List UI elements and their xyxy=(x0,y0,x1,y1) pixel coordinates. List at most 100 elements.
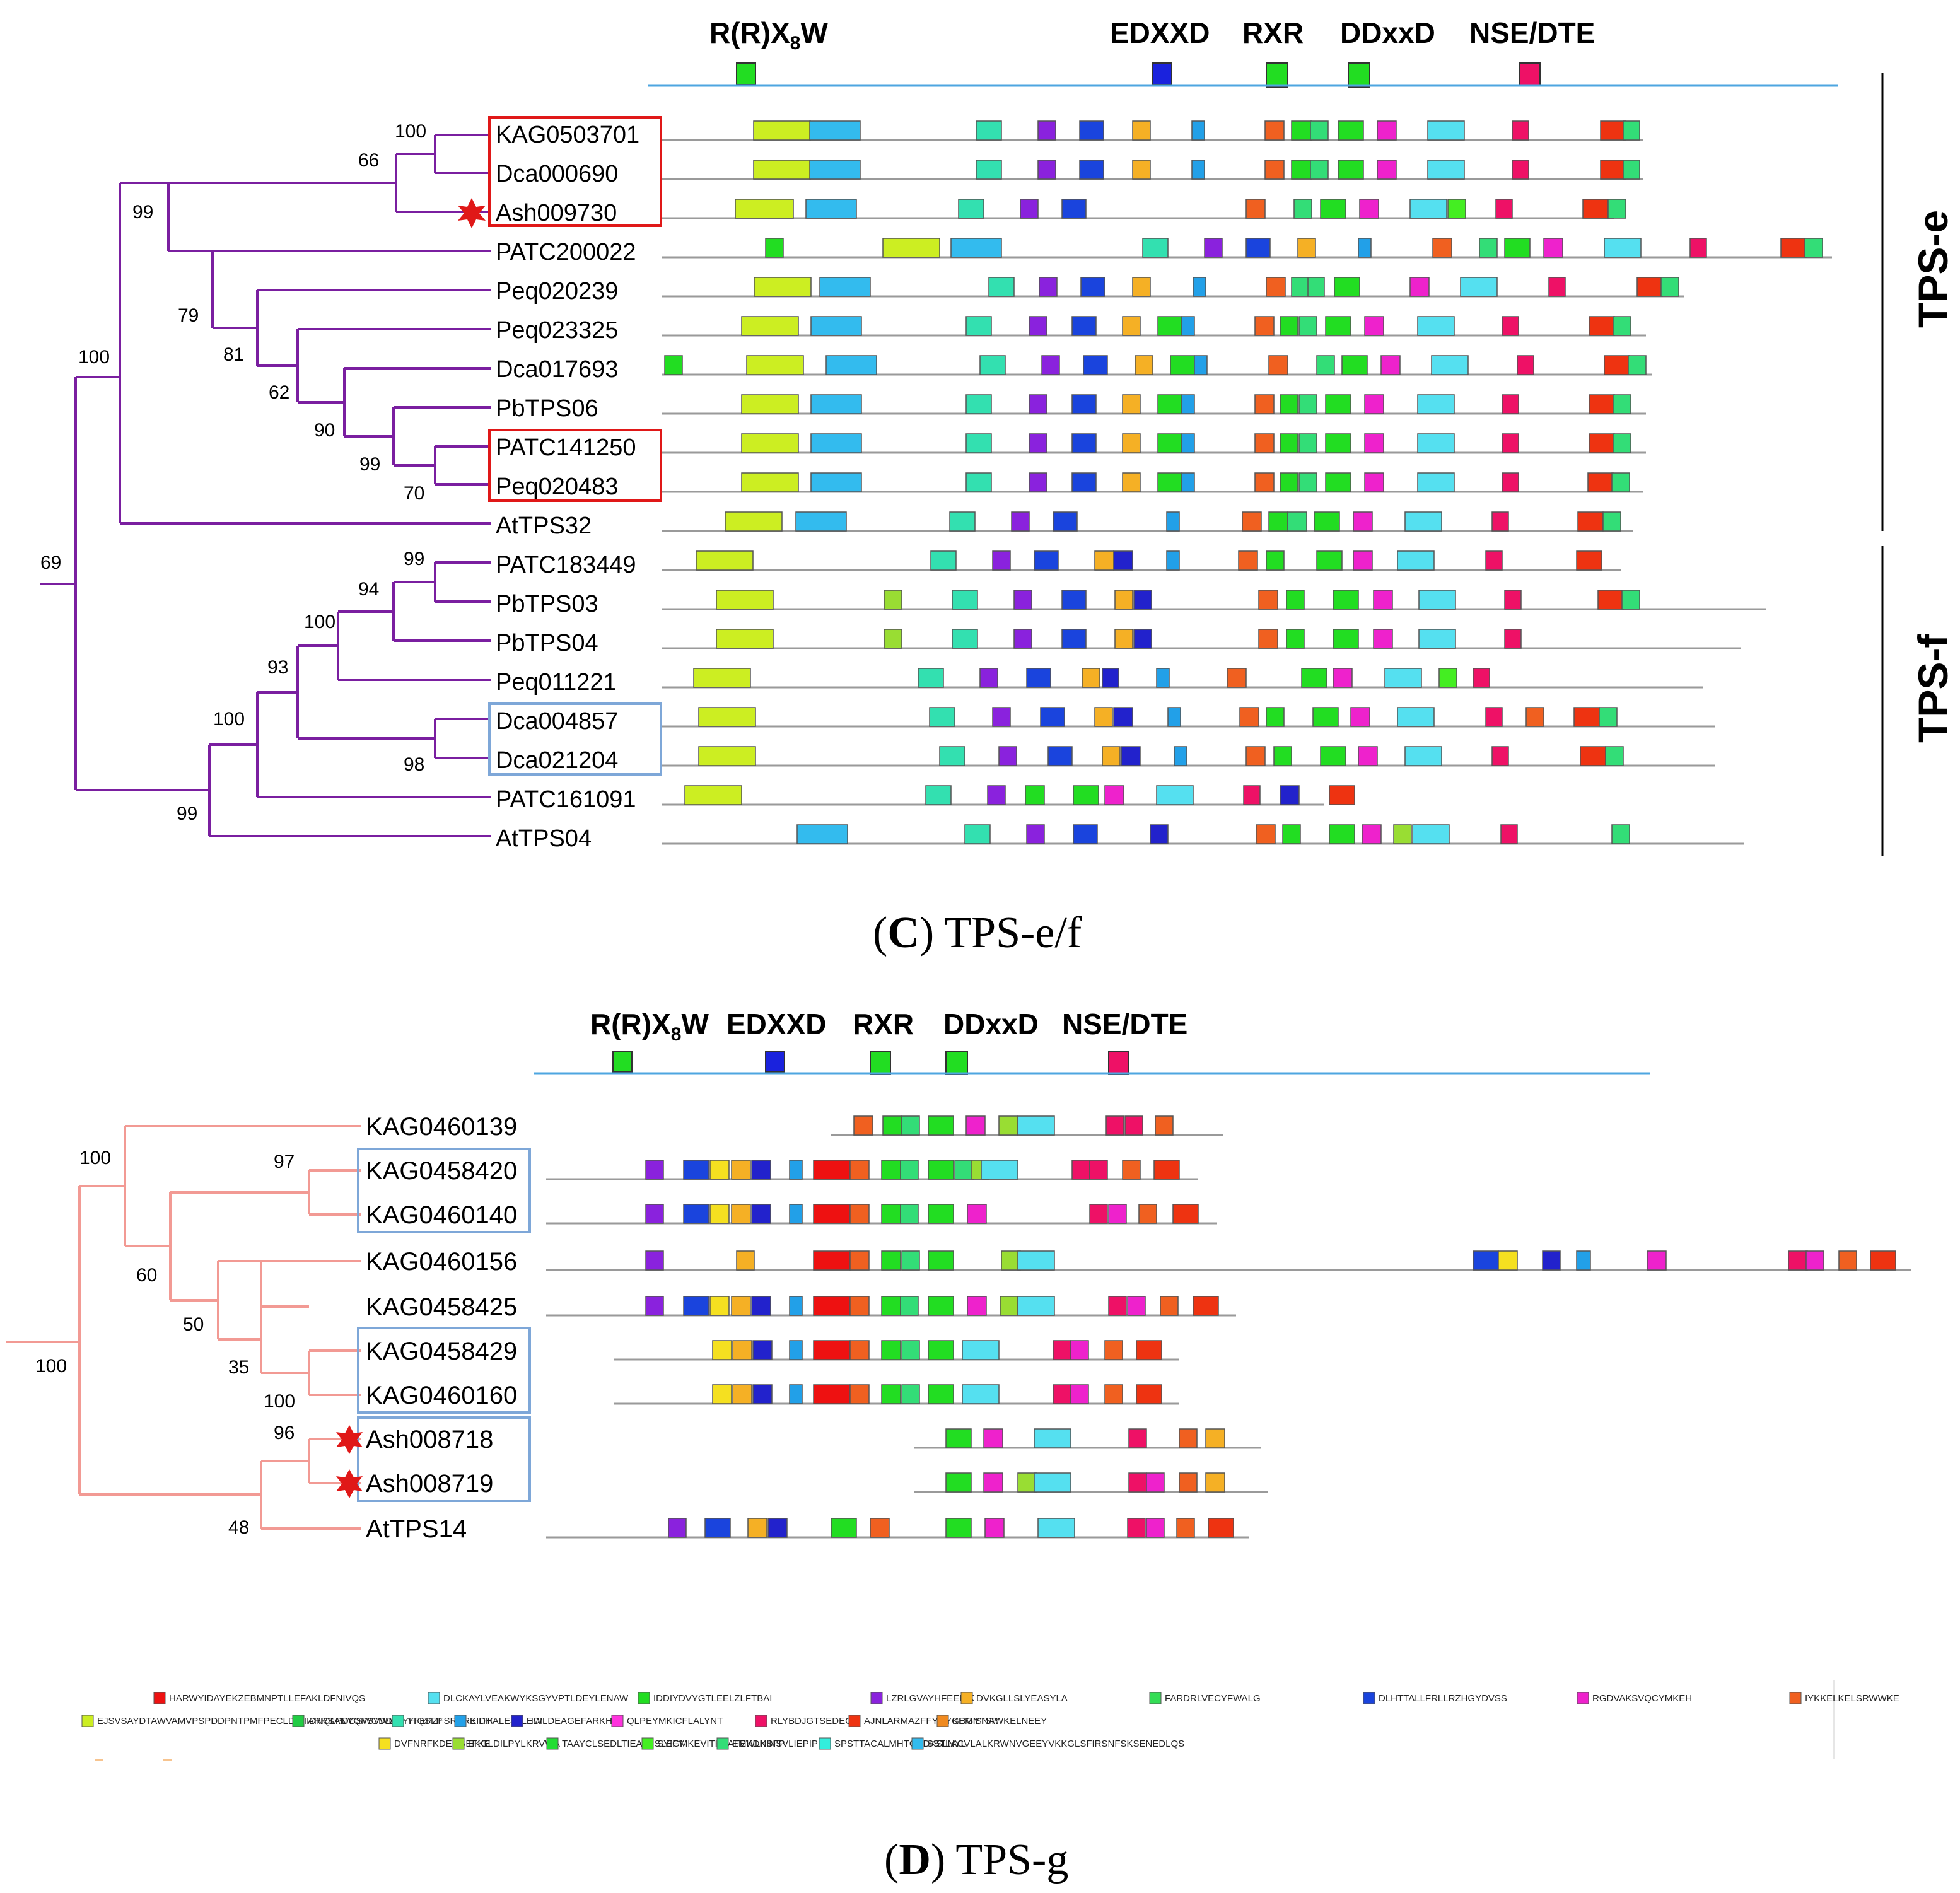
motif-block xyxy=(1607,199,1626,219)
motif-block xyxy=(992,550,1011,571)
motif-block xyxy=(1000,1296,1018,1316)
bootstrap-label: 70 xyxy=(404,483,424,504)
motif-block xyxy=(810,433,862,453)
motif-block xyxy=(1174,746,1187,766)
motif-block xyxy=(1417,394,1455,414)
legend-swatch xyxy=(819,1737,831,1750)
motif-block xyxy=(1034,1472,1071,1493)
motif-block xyxy=(1364,433,1384,453)
motif-block xyxy=(1338,160,1364,180)
motif-block xyxy=(741,394,799,414)
motif-block xyxy=(881,1340,901,1360)
motif-block xyxy=(1017,1115,1055,1136)
motif-block xyxy=(1017,1250,1055,1271)
leaf-label: Peq020239 xyxy=(496,278,618,305)
motif-block xyxy=(789,1384,803,1404)
motif-block xyxy=(1364,472,1384,492)
motif-block xyxy=(1320,746,1346,766)
motif-block xyxy=(1132,120,1151,141)
motif-block xyxy=(1025,785,1045,805)
motif-block xyxy=(1325,394,1351,414)
star-icon xyxy=(336,1425,363,1454)
motif-block xyxy=(1314,511,1340,532)
motif-block xyxy=(1160,1296,1179,1316)
motif-block xyxy=(849,1384,870,1404)
motif-block xyxy=(1431,355,1469,375)
legend-item: DLHTTALLFRLLRZHGYDVSS xyxy=(1363,1692,1507,1704)
motif-block xyxy=(849,1160,870,1180)
motif-block xyxy=(813,1160,851,1180)
motif-block xyxy=(716,629,774,649)
motif-block xyxy=(1208,1518,1234,1538)
motif-block xyxy=(698,746,756,766)
motif-block xyxy=(1447,199,1466,219)
motif-block xyxy=(882,238,940,258)
legend-fragment xyxy=(95,1759,103,1761)
highlight-box-blue xyxy=(357,1416,531,1502)
motif-block xyxy=(1191,160,1205,180)
motif-block xyxy=(693,668,751,688)
motif-block xyxy=(752,1340,773,1360)
motif-block xyxy=(1373,590,1393,610)
motif-block xyxy=(930,550,957,571)
motif-block xyxy=(870,1518,890,1538)
motif-block xyxy=(1061,590,1087,610)
motif-block xyxy=(1320,199,1346,219)
legend-label: SSTLACVLALKRWNVGEEYVKKGLSFIRSNFSKSENEDLQ… xyxy=(927,1739,1184,1749)
motif-block xyxy=(1517,355,1534,375)
motif-block xyxy=(1377,160,1397,180)
bootstrap-label: 81 xyxy=(223,344,244,365)
motif-block xyxy=(1156,668,1170,688)
motif-block xyxy=(1350,707,1370,727)
motif-block xyxy=(741,316,799,336)
motif-block xyxy=(1589,316,1615,336)
motif-block xyxy=(1412,824,1450,844)
legend-swatch xyxy=(611,1715,624,1727)
motif-block xyxy=(1013,590,1032,610)
motif-block xyxy=(881,1250,901,1271)
motif-block xyxy=(1325,472,1351,492)
motif-block xyxy=(1504,238,1531,258)
motif-block xyxy=(1611,824,1630,844)
motif-block xyxy=(753,120,811,141)
legend-item: RGDVAKSVQCYMKEH xyxy=(1577,1692,1692,1704)
motif-block xyxy=(1280,472,1298,492)
motif-marker-rrx8w xyxy=(612,1051,633,1073)
legend-item: LZRLGVAYHFEEEIK xyxy=(870,1692,974,1704)
leaf-label: Dca017693 xyxy=(496,356,618,383)
motif-block xyxy=(1041,355,1060,375)
motif-block xyxy=(881,1296,901,1316)
motif-block xyxy=(992,707,1011,727)
motif-block xyxy=(1205,1428,1225,1448)
motif-block xyxy=(928,1160,954,1180)
bootstrap-label: 99 xyxy=(132,202,153,223)
motif-block xyxy=(1611,472,1630,492)
motif-block xyxy=(1268,355,1288,375)
leaf-label: KAG0458425 xyxy=(366,1293,517,1321)
motif-block xyxy=(1602,511,1621,532)
motif-block xyxy=(1404,746,1442,766)
motif-block xyxy=(747,1518,767,1538)
motif-block xyxy=(1193,1296,1219,1316)
motif-block xyxy=(1082,668,1100,688)
motif-block xyxy=(1245,238,1271,258)
bootstrap-label: 98 xyxy=(404,754,424,775)
motif-block xyxy=(962,1340,1000,1360)
motif-block xyxy=(1011,511,1030,532)
legend-label: KEMISNAWKELNEEY xyxy=(952,1716,1047,1727)
motif-block xyxy=(1242,511,1262,532)
motif-block xyxy=(751,1296,771,1316)
motif-block xyxy=(746,355,804,375)
motif-block xyxy=(1573,707,1600,727)
motif-block xyxy=(1870,1250,1896,1271)
motif-block xyxy=(1094,707,1113,727)
motif-block xyxy=(831,1518,857,1538)
motif-block xyxy=(1258,629,1278,649)
motif-block xyxy=(1053,511,1078,532)
motif-block xyxy=(1409,277,1430,297)
motif-block xyxy=(1124,1115,1143,1136)
motif-block xyxy=(1114,629,1133,649)
highlight-box-blue xyxy=(357,1148,531,1233)
bootstrap-label: 100 xyxy=(78,347,110,368)
motif-block xyxy=(901,1115,920,1136)
